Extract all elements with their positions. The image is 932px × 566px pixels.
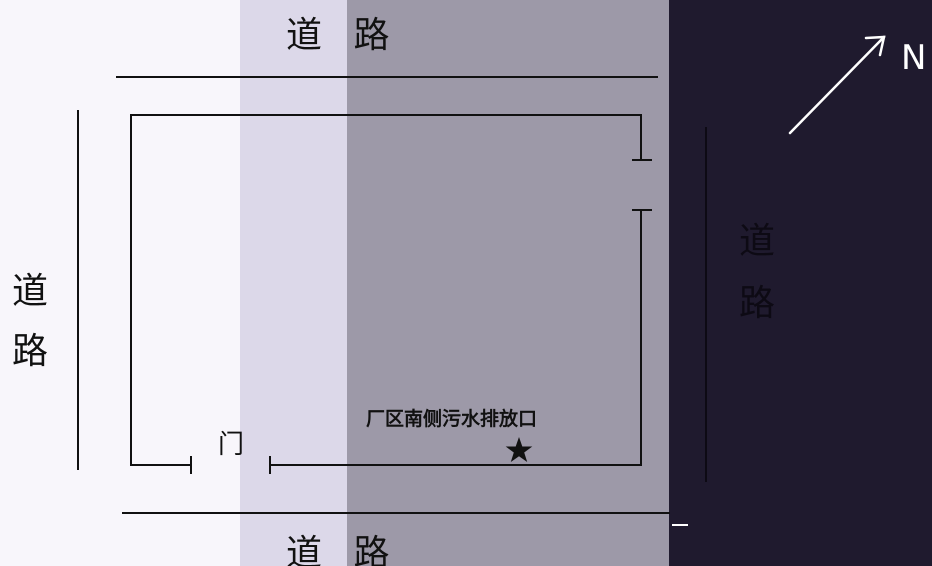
road-label-bottom: 道 路 [286, 533, 400, 566]
road-label-right-1: 道 [738, 221, 775, 262]
background-band-dark [669, 0, 932, 566]
north-label: N [901, 38, 927, 78]
star-icon [505, 437, 533, 462]
road-label-left-1: 道 [11, 271, 48, 312]
road-label-top: 道 路 [286, 15, 400, 56]
gate-label: 门 [218, 430, 245, 460]
background-band-grey [347, 0, 669, 566]
background-band-lavender [240, 0, 347, 566]
north-arrow-icon [788, 35, 886, 135]
background-band-white [0, 0, 240, 566]
plant-boundary [130, 114, 652, 474]
outfall-label: 厂区南侧污水排放口 [366, 408, 538, 430]
road-label-left-2: 路 [11, 331, 48, 372]
road-label-right-2: 路 [738, 283, 775, 324]
